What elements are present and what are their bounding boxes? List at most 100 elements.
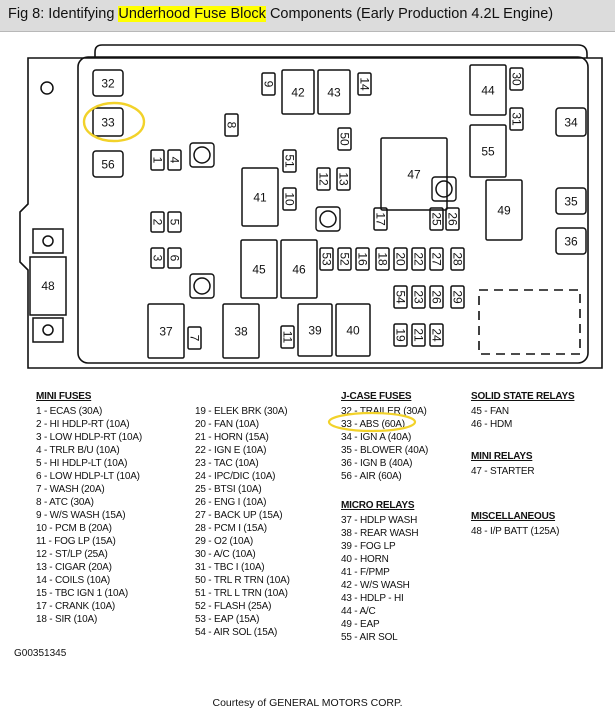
component-outline (92, 150, 124, 178)
component-outline (281, 69, 315, 115)
component-outline (393, 285, 408, 309)
component-box-26: 26 (445, 207, 460, 231)
component-outline (393, 247, 408, 271)
component-outline (224, 113, 239, 137)
component-outline (317, 69, 351, 115)
mini-fuse-item: 12 - ST/LP (25A) (36, 549, 108, 560)
component-outline (335, 303, 371, 357)
component-label: 55 (481, 145, 495, 159)
component-box-49: 49 (485, 179, 523, 241)
component-label: 2 (151, 219, 165, 226)
mini-fuse-item: 8 - ATC (30A) (36, 497, 94, 508)
component-box-22: 22 (411, 247, 426, 271)
component-outline (280, 239, 318, 299)
component-outline (375, 247, 390, 271)
component-outline (555, 187, 587, 215)
component-outline (450, 247, 465, 271)
title-suffix: Components (Early Production 4.2L Engine… (265, 6, 554, 22)
mini-fuse-item: 54 - AIR SOL (15A) (195, 627, 278, 638)
component-outline (429, 285, 444, 309)
component-label: 47 (407, 168, 421, 182)
component-label: 27 (430, 252, 444, 266)
component-outline (509, 107, 524, 131)
component-box-23: 23 (411, 285, 426, 309)
jcase-fuse-item: 33 - ABS (60A) (341, 419, 405, 430)
component-box-44: 44 (469, 64, 507, 116)
jcase-fuse-item: 35 - BLOWER (40A) (341, 445, 429, 456)
component-outline (555, 107, 587, 137)
component-box-25: 25 (429, 207, 444, 231)
component-box-6: 6 (167, 247, 182, 269)
component-label: 14 (358, 77, 372, 91)
jcase-fuses-heading: J-CASE FUSES (341, 391, 412, 402)
empty-slot-dashed (478, 289, 581, 355)
component-label: 10 (283, 192, 297, 206)
component-outline (555, 227, 587, 255)
mini-fuse-item: 11 - FOG LP (15A) (36, 536, 116, 547)
component-label: 40 (346, 324, 360, 338)
component-outline (336, 167, 351, 191)
component-label: 25 (430, 212, 444, 226)
component-label: 11 (281, 331, 295, 344)
micro-relay-item: 40 - HORN (341, 554, 389, 565)
component-label: 7 (188, 335, 202, 342)
component-box-47: 47 (380, 137, 448, 211)
component-label: 36 (564, 235, 578, 249)
component-label: 51 (283, 154, 297, 168)
mini-fuse-item: 17 - CRANK (10A) (36, 601, 116, 612)
component-label: 46 (292, 263, 306, 277)
component-label: 19 (394, 328, 408, 342)
maxi-fuse-48 (29, 228, 67, 343)
component-label: 35 (564, 195, 578, 209)
jcase-fuse-item: 56 - AIR (60A) (341, 471, 402, 482)
component-outline (282, 149, 297, 173)
component-box-51: 51 (282, 149, 297, 173)
component-outline (167, 211, 182, 233)
component-outline (337, 247, 352, 271)
mini-fuse-item: 4 - TRLR B/U (10A) (36, 445, 120, 456)
highlight-circle-abs (327, 411, 417, 433)
component-label: 52 (338, 252, 352, 266)
micro-relay-item: 43 - HDLP - HI (341, 593, 404, 604)
micro-relay-item: 37 - HDLP WASH (341, 515, 418, 526)
jcase-fuse-item: 34 - IGN A (40A) (341, 432, 412, 443)
component-label: 13 (337, 172, 351, 186)
mini-fuse-item: 18 - SIR (10A) (36, 614, 98, 625)
mini-fuse-item: 25 - BTSI (10A) (195, 484, 262, 495)
mini-fuse-item: 23 - TAC (10A) (195, 458, 259, 469)
mini-fuse-item: 10 - PCM B (20A) (36, 523, 112, 534)
component-label: 3 (151, 255, 165, 262)
component-outline (337, 127, 352, 151)
mini-fuse-item: 22 - IGN E (10A) (195, 445, 267, 456)
component-box-17: 17 (373, 207, 388, 231)
micro-relay-item: 42 - W/S WASH (341, 580, 410, 591)
component-box-32: 32 (92, 69, 124, 97)
stud-square (315, 206, 341, 232)
component-box-29: 29 (450, 285, 465, 309)
micro-relays-heading: MICRO RELAYS (341, 500, 415, 511)
component-box-18: 18 (375, 247, 390, 271)
housing-outline (19, 57, 603, 369)
component-label: 31 (510, 112, 524, 126)
component-box-1: 1 (150, 149, 165, 171)
component-box-24: 24 (429, 323, 444, 347)
component-box-42: 42 (281, 69, 315, 115)
component-outline (150, 149, 165, 171)
mini-fuse-item: 1 - ECAS (30A) (36, 406, 103, 417)
component-outline (469, 64, 507, 116)
component-box-8: 8 (224, 113, 239, 137)
component-box-3: 3 (150, 247, 165, 269)
component-outline (429, 323, 444, 347)
component-box-31: 31 (509, 107, 524, 131)
jcase-fuse-item: 32 - TRAILER (30A) (341, 406, 427, 417)
component-box-36: 36 (555, 227, 587, 255)
component-label: 23 (412, 290, 426, 304)
component-box-30: 30 (509, 67, 524, 91)
component-label: 6 (168, 255, 182, 262)
component-label: 28 (451, 252, 465, 266)
title-prefix: Fig 8: Identifying (8, 6, 119, 22)
mini-fuse-item: 15 - TBC IGN 1 (10A) (36, 588, 128, 599)
component-outline (393, 323, 408, 347)
